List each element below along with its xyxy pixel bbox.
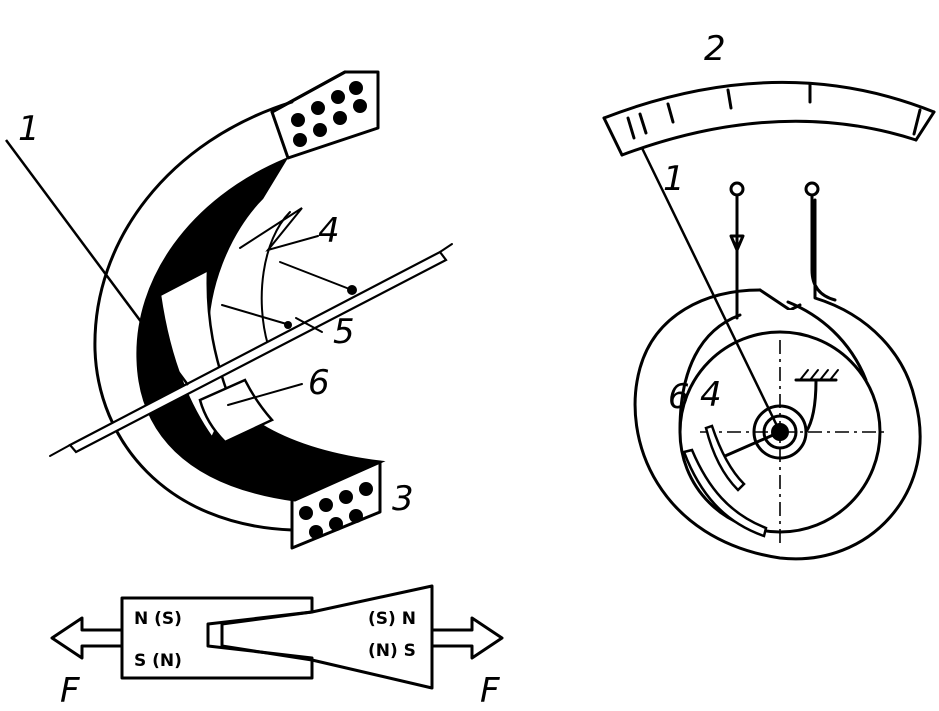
moving-vane-right xyxy=(704,424,746,492)
instrument-face: 2 1 6 4 xyxy=(602,29,936,561)
coil-winding-top xyxy=(270,70,380,160)
fixed-vane-right xyxy=(682,448,768,538)
spring-anchor xyxy=(804,378,818,434)
vane-support-rod-upper xyxy=(279,261,353,291)
label-3-left: 3 xyxy=(392,479,414,519)
left-magnet xyxy=(120,596,314,680)
scale-arc-inner xyxy=(620,119,918,157)
label-4-left: 4 xyxy=(318,211,340,251)
right-magnet-bottom-pole: (N) S xyxy=(368,641,416,661)
coil-winding-bottom xyxy=(290,460,382,550)
label-1-right: 1 xyxy=(663,159,685,199)
right-magnet xyxy=(220,584,434,690)
label-6-left: 6 xyxy=(308,363,330,403)
repulsion-diagram: N (S) S (N) (S) N (N) S F F xyxy=(50,584,504,711)
label-1-left: 1 xyxy=(18,109,40,149)
force-arrow-left xyxy=(50,616,124,660)
moving-vane-arc xyxy=(260,211,291,346)
label-4-right: 4 xyxy=(700,375,722,415)
label-6-leader xyxy=(227,383,303,406)
vane-support-rod-lower xyxy=(221,304,291,326)
force-arrow-right xyxy=(430,616,504,660)
label-5-left: 5 xyxy=(333,312,355,352)
scale-ticks xyxy=(626,82,922,140)
label-6-right: 6 xyxy=(668,377,690,417)
label-4-leader xyxy=(239,207,319,252)
pointer-needle xyxy=(4,139,190,386)
pointer-needle-right xyxy=(640,147,782,433)
right-magnet-top-pole: (S) N xyxy=(368,609,416,629)
force-label-right: F xyxy=(480,671,500,711)
coil-outer-outline xyxy=(93,100,294,532)
housing-outline xyxy=(633,198,922,561)
label-2-right: 2 xyxy=(704,29,726,69)
fixed-vane-plate xyxy=(198,378,275,444)
label-5-leader xyxy=(295,317,323,333)
terminal-right xyxy=(804,181,820,197)
left-magnet-bottom-pole: S (N) xyxy=(134,651,182,671)
axis-spindle xyxy=(68,250,448,454)
terminal-left xyxy=(729,181,745,197)
scale-arc-outer xyxy=(602,80,936,120)
force-label-left: F xyxy=(60,671,80,711)
left-magnet-top-pole: N (S) xyxy=(134,609,182,629)
coil-assembly: 1 4 5 6 3 xyxy=(4,70,453,550)
dial-inner-cutout xyxy=(736,310,815,330)
